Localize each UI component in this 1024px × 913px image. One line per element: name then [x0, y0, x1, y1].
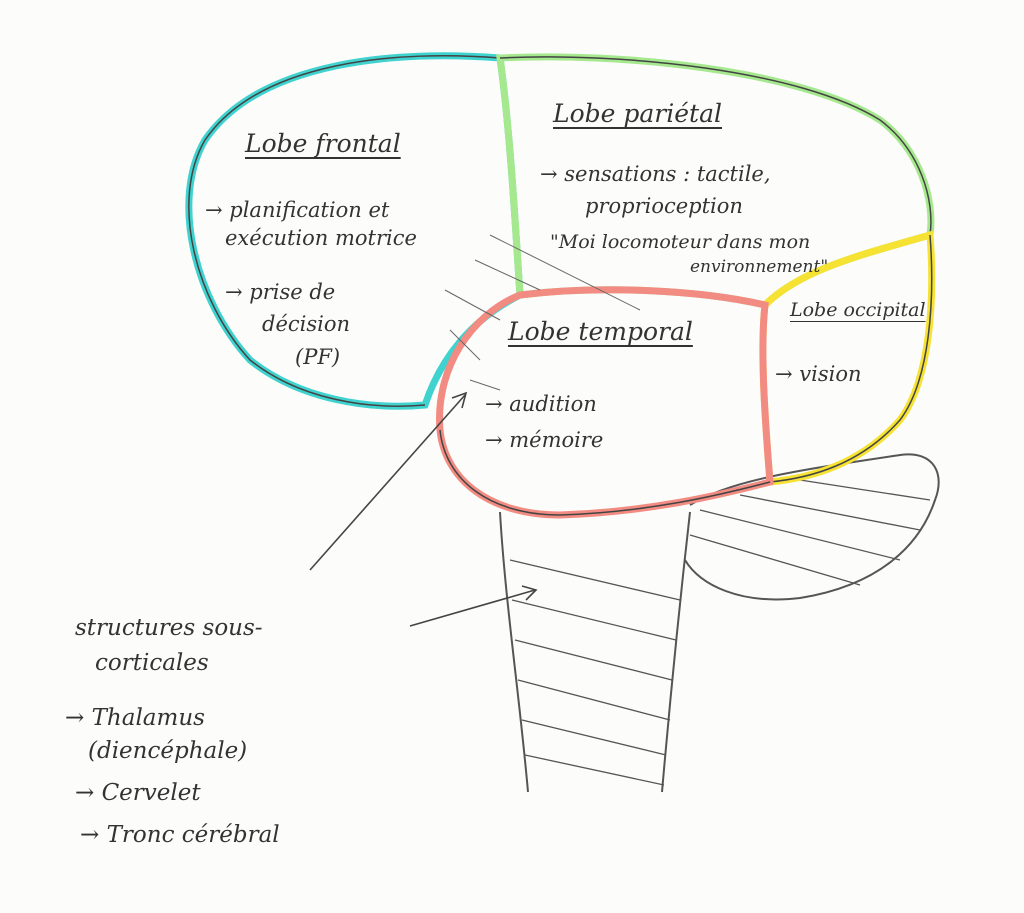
hatch-lines: [444, 234, 641, 391]
frontal-lobe-title: Lobe frontal: [245, 129, 401, 158]
temporal-item: → audition: [485, 392, 597, 416]
parietal-lobe-title: Lobe pariétal: [553, 99, 722, 128]
frontal-item: → prise de: [225, 280, 336, 304]
parietal-item: proprioception: [585, 194, 743, 218]
cerebellum: [684, 453, 940, 601]
pointer-arrows: [309, 391, 538, 627]
subcortical-title: structures sous-: [75, 615, 263, 641]
subcortical-item: → Tronc cérébral: [80, 822, 280, 848]
frontal-item: (PF): [295, 345, 341, 369]
subcortical-item: → Thalamus: [65, 705, 205, 731]
occipital-lobe-title: Lobe occipital: [790, 299, 926, 321]
subcortical-item: (diencéphale): [88, 738, 248, 764]
temporal-lobe-title: Lobe temporal: [508, 317, 693, 346]
frontal-item: → planification et: [205, 198, 390, 222]
parietal-item: → sensations : tactile,: [540, 162, 771, 186]
subcortical-title: corticales: [95, 650, 209, 676]
parietal-item: environnement": [690, 257, 829, 277]
frontal-item: exécution motrice: [225, 226, 417, 250]
occipital-item: → vision: [775, 362, 862, 386]
temporal-item: → mémoire: [485, 428, 604, 452]
subcortical-item: → Cervelet: [75, 780, 201, 806]
parietal-item: "Moi locomoteur dans mon: [550, 231, 811, 253]
frontal-item: décision: [262, 312, 351, 336]
brainstem: [499, 511, 691, 793]
